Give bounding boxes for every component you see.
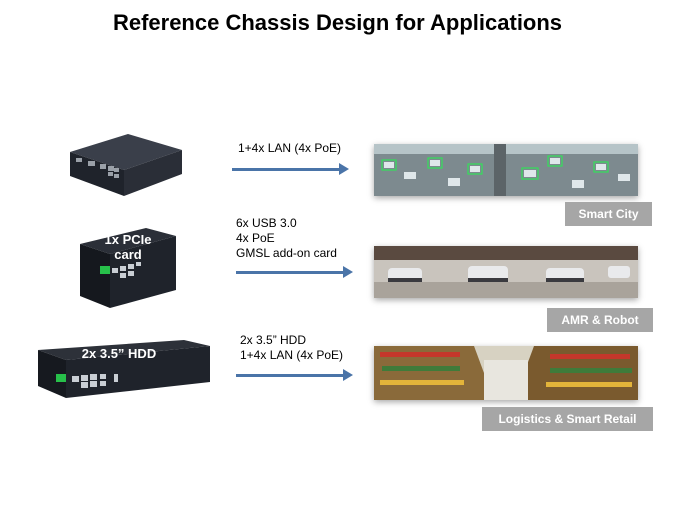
- application-badge-smart-city: Smart City: [565, 202, 652, 226]
- slide-title: Reference Chassis Design for Application…: [112, 10, 563, 35]
- spec-list-smart-city: 1+4x LAN (4x PoE): [238, 141, 341, 156]
- spec-item: 4x PoE: [236, 231, 275, 245]
- spec-item: 1+4x LAN (4x PoE): [238, 141, 342, 155]
- device-label-hdd: 2x 3.5” HDD: [81, 346, 157, 361]
- spec-item: 2x 3.5” HDD: [240, 333, 307, 347]
- arrow-icon: [232, 163, 349, 175]
- application-badge-logistics-retail: Logistics & Smart Retail: [482, 407, 653, 431]
- amr-robot-warehouse-image: [374, 246, 638, 298]
- spec-item: GMSL add-on card: [236, 246, 337, 260]
- pcie-box-pc-image: 1x PCIe card: [76, 222, 180, 315]
- spec-item: 1+4x LAN (4x PoE): [240, 348, 344, 362]
- spec-list-amr-robot: 6x USB 3.0 4x PoE GMSL add-on card: [236, 216, 337, 261]
- spec-list-logistics-retail: 2x 3.5” HDD 1+4x LAN (4x PoE): [240, 333, 343, 363]
- application-badge-amr-robot: AMR & Robot: [547, 308, 653, 332]
- spec-item: 6x USB 3.0: [236, 216, 297, 230]
- hdd-box-pc-image: 2x 3.5” HDD: [34, 336, 214, 411]
- smart-city-traffic-image: [374, 144, 638, 196]
- retail-store-aisle-image: [374, 346, 638, 400]
- arrow-icon: [236, 266, 353, 278]
- device-label-pcie: 1x PCIe card: [104, 232, 152, 262]
- arrow-icon: [236, 369, 353, 381]
- compact-box-pc-image: [66, 130, 186, 205]
